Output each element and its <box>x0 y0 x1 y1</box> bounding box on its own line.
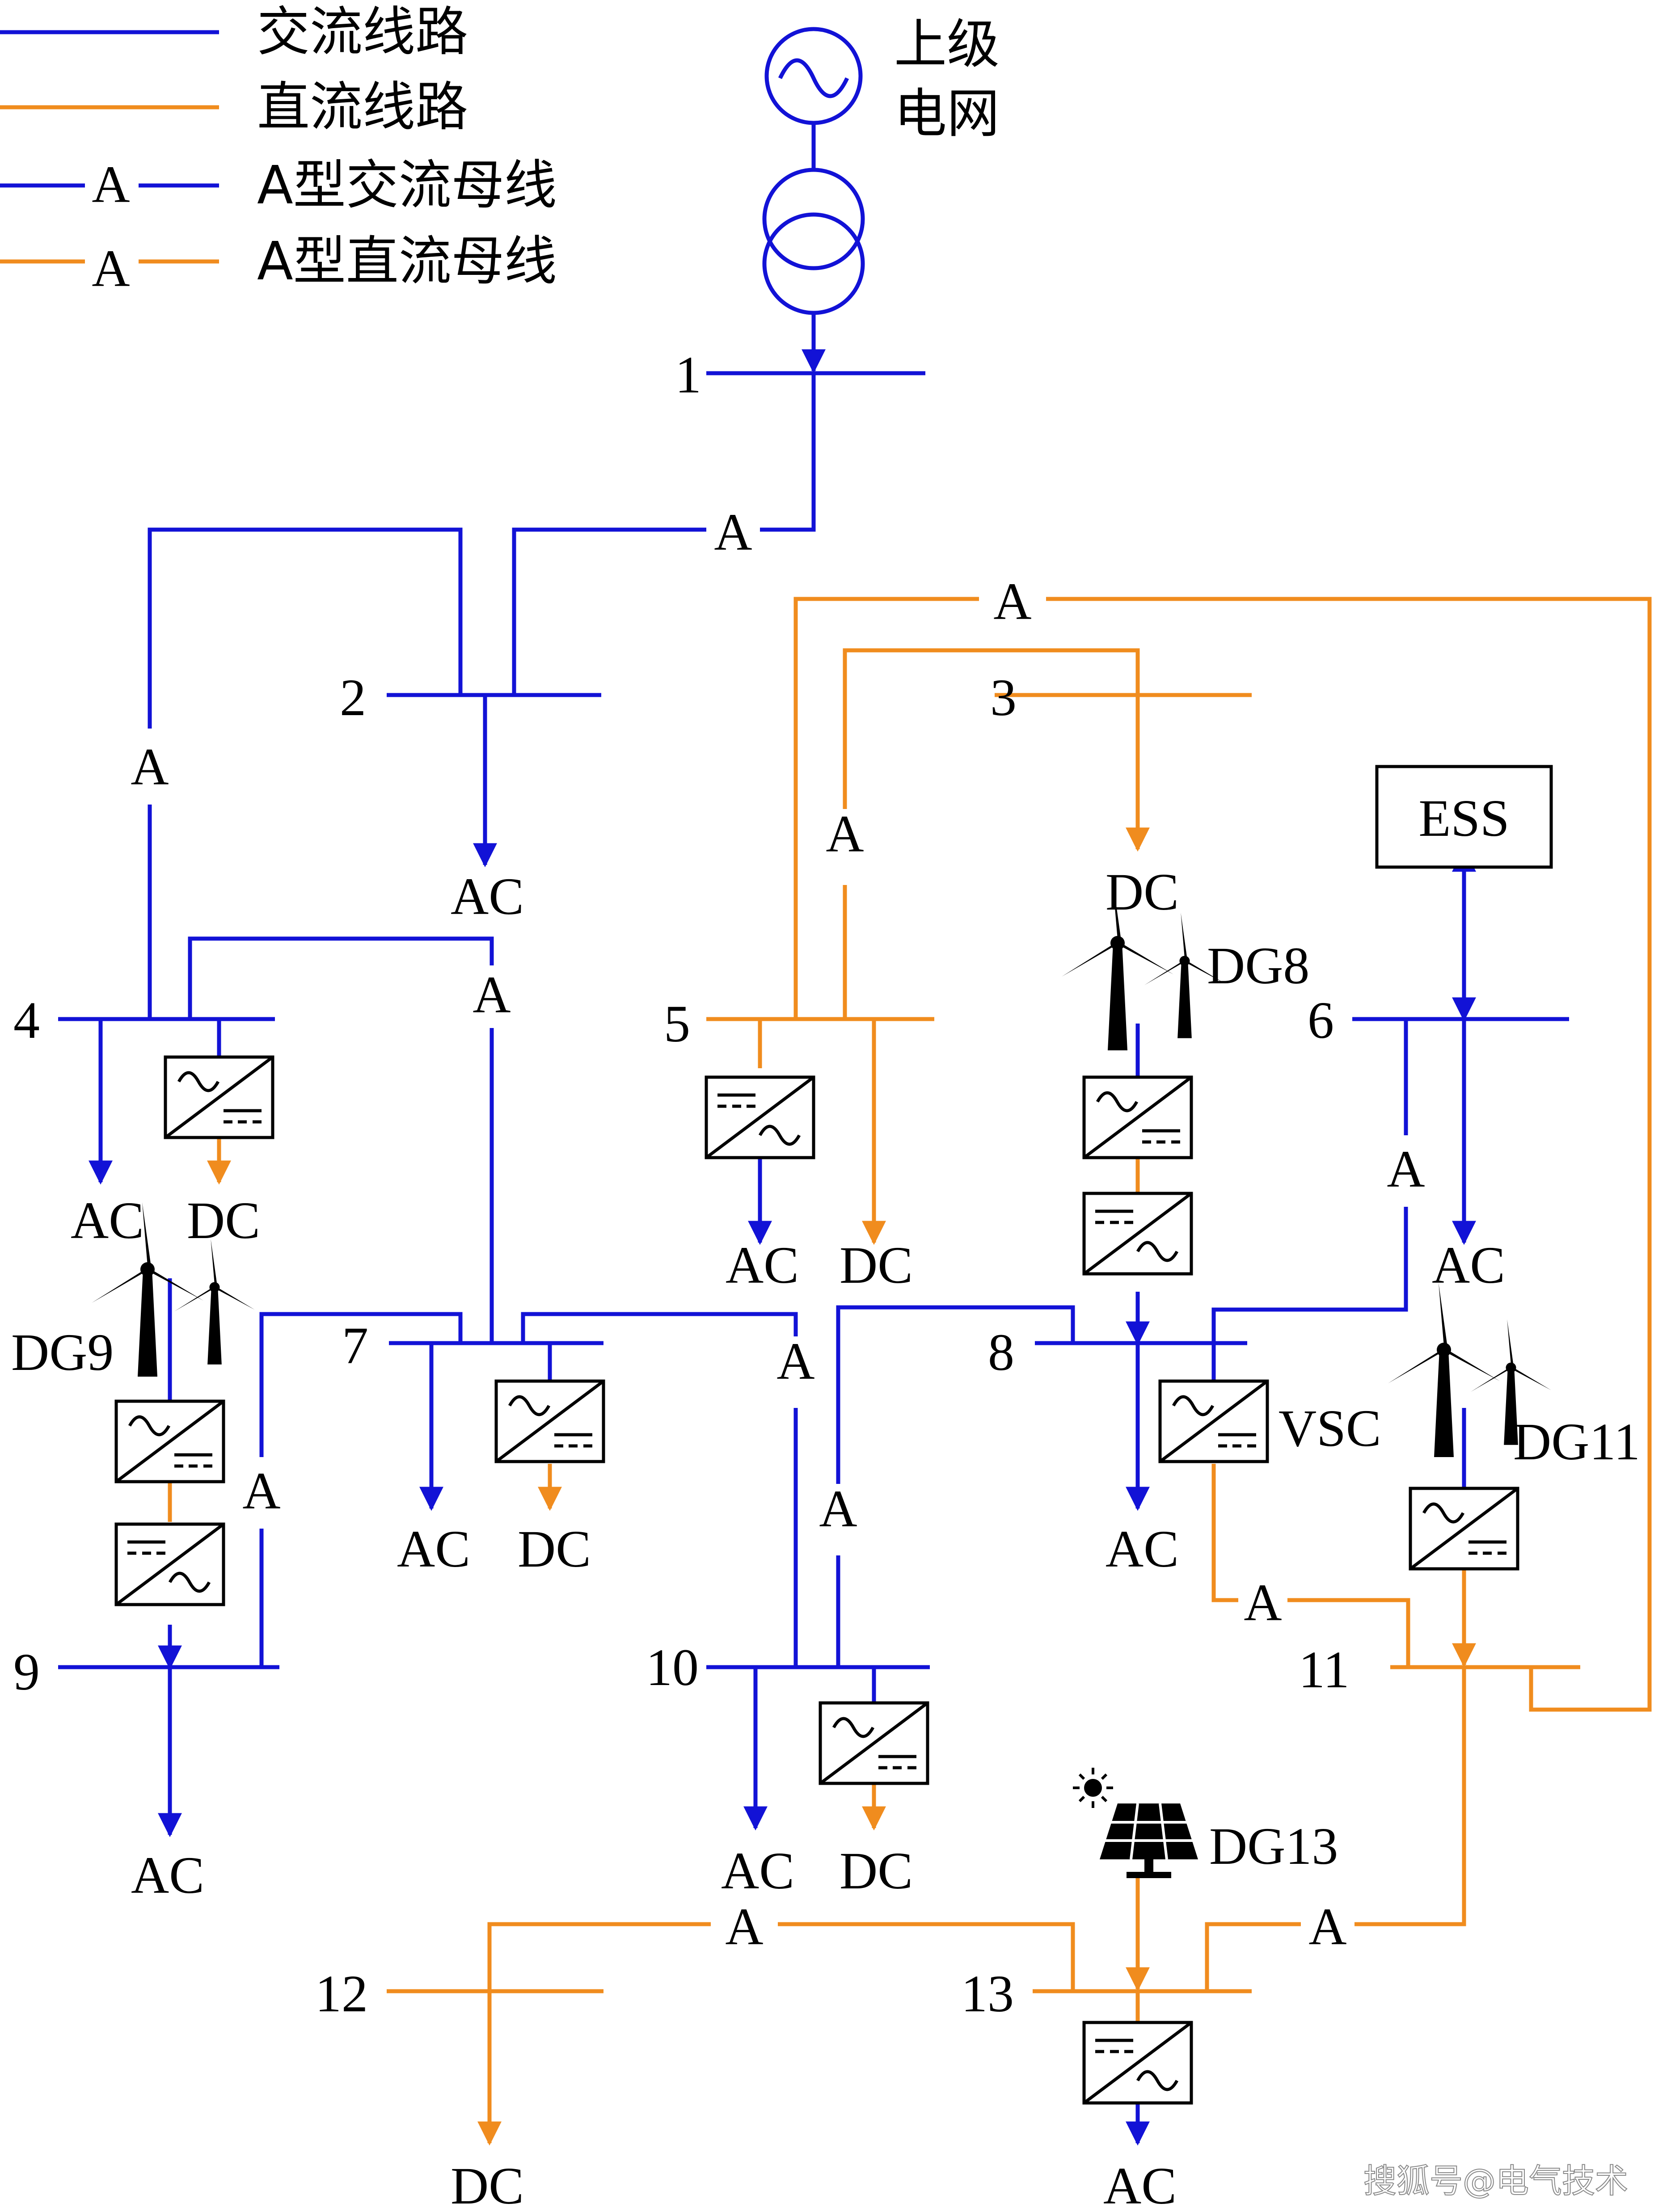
a-marker: A <box>819 1479 857 1538</box>
load-dc: DC <box>187 1191 260 1250</box>
bus-3-label: 3 <box>990 668 1017 727</box>
watermark: 搜狐号@电气技术 <box>1363 2162 1628 2200</box>
upper-grid: 上级 电网 <box>762 13 1000 374</box>
grid-label-2: 电网 <box>894 83 1000 144</box>
legend-dc-line-label: 直流线路 <box>257 76 468 138</box>
load-dc: DC <box>1106 863 1179 921</box>
bus-11-label: 11 <box>1299 1640 1350 1699</box>
converter-bus5 <box>706 1077 814 1158</box>
a-marker: A <box>714 503 752 561</box>
bus-5-label: 5 <box>664 994 690 1053</box>
a-marker: A <box>776 1332 814 1390</box>
load-dc: DC <box>840 1236 913 1294</box>
load-ac: AC <box>451 867 524 926</box>
bus-6-label: 6 <box>1308 991 1334 1049</box>
a-markers: A A A A A A A A A A A A <box>131 503 1425 1956</box>
legend-a-ac-bus-label: A型交流母线 <box>257 154 557 216</box>
dc-lines <box>168 597 1652 2146</box>
a-marker: A <box>993 572 1031 631</box>
legend-a-dc-bus-label: A型直流母线 <box>257 230 557 292</box>
legend-ac-line-label: 交流线路 <box>257 1 468 63</box>
ess-label: ESS <box>1418 789 1509 847</box>
load-ac: AC <box>726 1236 799 1294</box>
bus-10-label: 10 <box>646 1638 699 1697</box>
converter-dg8-ac <box>1084 1077 1191 1158</box>
bus-1-label: 1 <box>675 345 701 404</box>
converter-vsc <box>1160 1381 1267 1462</box>
converter-bus7 <box>496 1381 603 1462</box>
vsc-label: VSC <box>1279 1399 1381 1458</box>
converter-bus10 <box>820 1703 928 1783</box>
ess-box <box>1375 765 1553 869</box>
bus-labels: 1 2 3 4 5 6 7 8 9 10 11 12 13 <box>13 345 1350 2023</box>
load-dc: DC <box>840 1841 913 1900</box>
load-dc: DC <box>518 1520 591 1578</box>
dg11-label: DG11 <box>1513 1412 1640 1471</box>
generators <box>92 876 1551 1878</box>
ac-lines <box>58 371 1569 2146</box>
load-ac: AC <box>721 1841 794 1900</box>
converter-dg9-ac <box>116 1401 224 1482</box>
a-marker: A <box>1244 1573 1282 1632</box>
a-marker: A <box>1387 1140 1425 1198</box>
bus-4-label: 4 <box>13 991 40 1049</box>
a-marker: A <box>725 1897 763 1956</box>
a-marker: A <box>131 737 169 796</box>
solar-panel-dg13-icon <box>1073 1768 1198 1878</box>
dg8-label: DG8 <box>1207 936 1309 995</box>
load-ac: AC <box>131 1846 204 1904</box>
load-ac: AC <box>1103 2157 1177 2212</box>
load-ac: AC <box>1432 1236 1505 1294</box>
legend-a-dc-marker: A <box>92 239 130 298</box>
a-marker: A <box>826 805 864 863</box>
converter-dg11 <box>1410 1488 1518 1569</box>
a-marker: A <box>473 965 511 1024</box>
converters <box>116 765 1553 2103</box>
converter-bus13 <box>1084 2022 1191 2103</box>
a-marker: A <box>1308 1897 1346 1956</box>
a-marker: A <box>242 1462 280 1520</box>
bus-8-label: 8 <box>988 1323 1014 1382</box>
legend-a-ac-marker: A <box>92 155 130 214</box>
grid-label-1: 上级 <box>894 13 1000 75</box>
bus-7-label: 7 <box>342 1316 368 1375</box>
bus-2-label: 2 <box>340 668 366 727</box>
load-ac: AC <box>1106 1520 1179 1578</box>
legend: A A 交流线路 直流线路 A型交流母线 A型直流母线 <box>0 1 557 298</box>
load-ac: AC <box>397 1520 470 1578</box>
bus-12-label: 12 <box>315 1964 368 2023</box>
transformer-icon <box>762 168 865 270</box>
bus-13-label: 13 <box>961 1964 1014 2023</box>
load-dc: DC <box>451 2157 524 2212</box>
load-labels: AC DC AC DC AC DC AC AC DC AC AC AC DC D… <box>71 863 1505 2212</box>
dg9-label: DG9 <box>11 1323 114 1382</box>
dg13-label: DG13 <box>1209 1817 1338 1875</box>
converter-bus4 <box>165 1057 273 1138</box>
bus-9-label: 9 <box>13 1643 40 1701</box>
converter-dg8-dc <box>1084 1193 1191 1274</box>
load-ac: AC <box>71 1191 144 1250</box>
converter-dg9-dc <box>116 1524 224 1605</box>
component-labels: ESS VSC DG8 DG9 DG11 DG13 <box>11 789 1640 1875</box>
